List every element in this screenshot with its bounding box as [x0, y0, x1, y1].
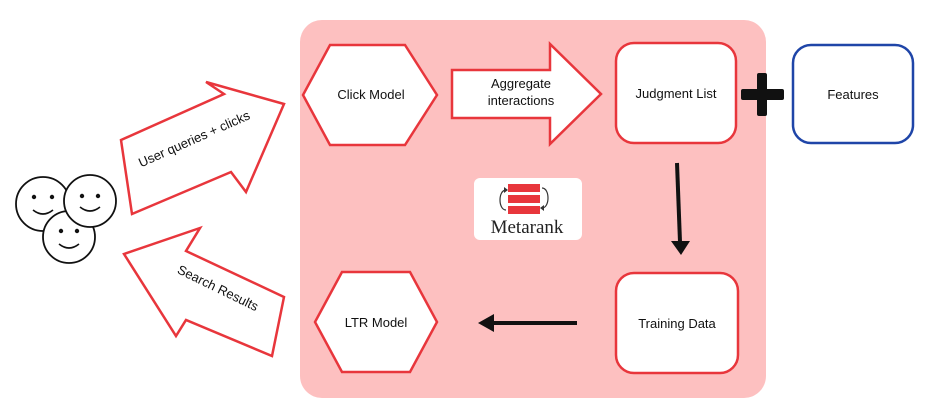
features-node: Features: [791, 43, 915, 145]
smiley-face-icon: [63, 174, 117, 228]
features-label: Features: [827, 87, 879, 102]
plus-icon: [741, 73, 784, 116]
aggregate-label-line1: Aggregate: [491, 76, 551, 91]
metarank-logo-icon: [499, 184, 549, 214]
training-data-label: Training Data: [638, 316, 716, 331]
click-model-label: Click Model: [337, 87, 404, 102]
aggregate-label-line2: interactions: [488, 93, 555, 108]
metarank-logo-text: Metarank: [491, 217, 564, 238]
aggregate-interactions-arrow: Aggregate interactions: [450, 41, 603, 147]
search-results-arrow: Search Results: [122, 225, 286, 358]
left-arrow: [478, 314, 577, 332]
user-queries-arrow: User queries + clicks: [119, 80, 286, 216]
judgment-list-label: Judgment List: [636, 86, 717, 101]
down-arrow: [671, 162, 690, 255]
ltr-model-node: LTR Model: [313, 270, 439, 374]
judgment-list-node: Judgment List: [614, 41, 738, 145]
click-model-node: Click Model: [301, 43, 439, 147]
training-data-node: Training Data: [614, 271, 740, 375]
ltr-model-label: LTR Model: [345, 315, 408, 330]
metarank-logo: Metarank: [474, 178, 582, 240]
